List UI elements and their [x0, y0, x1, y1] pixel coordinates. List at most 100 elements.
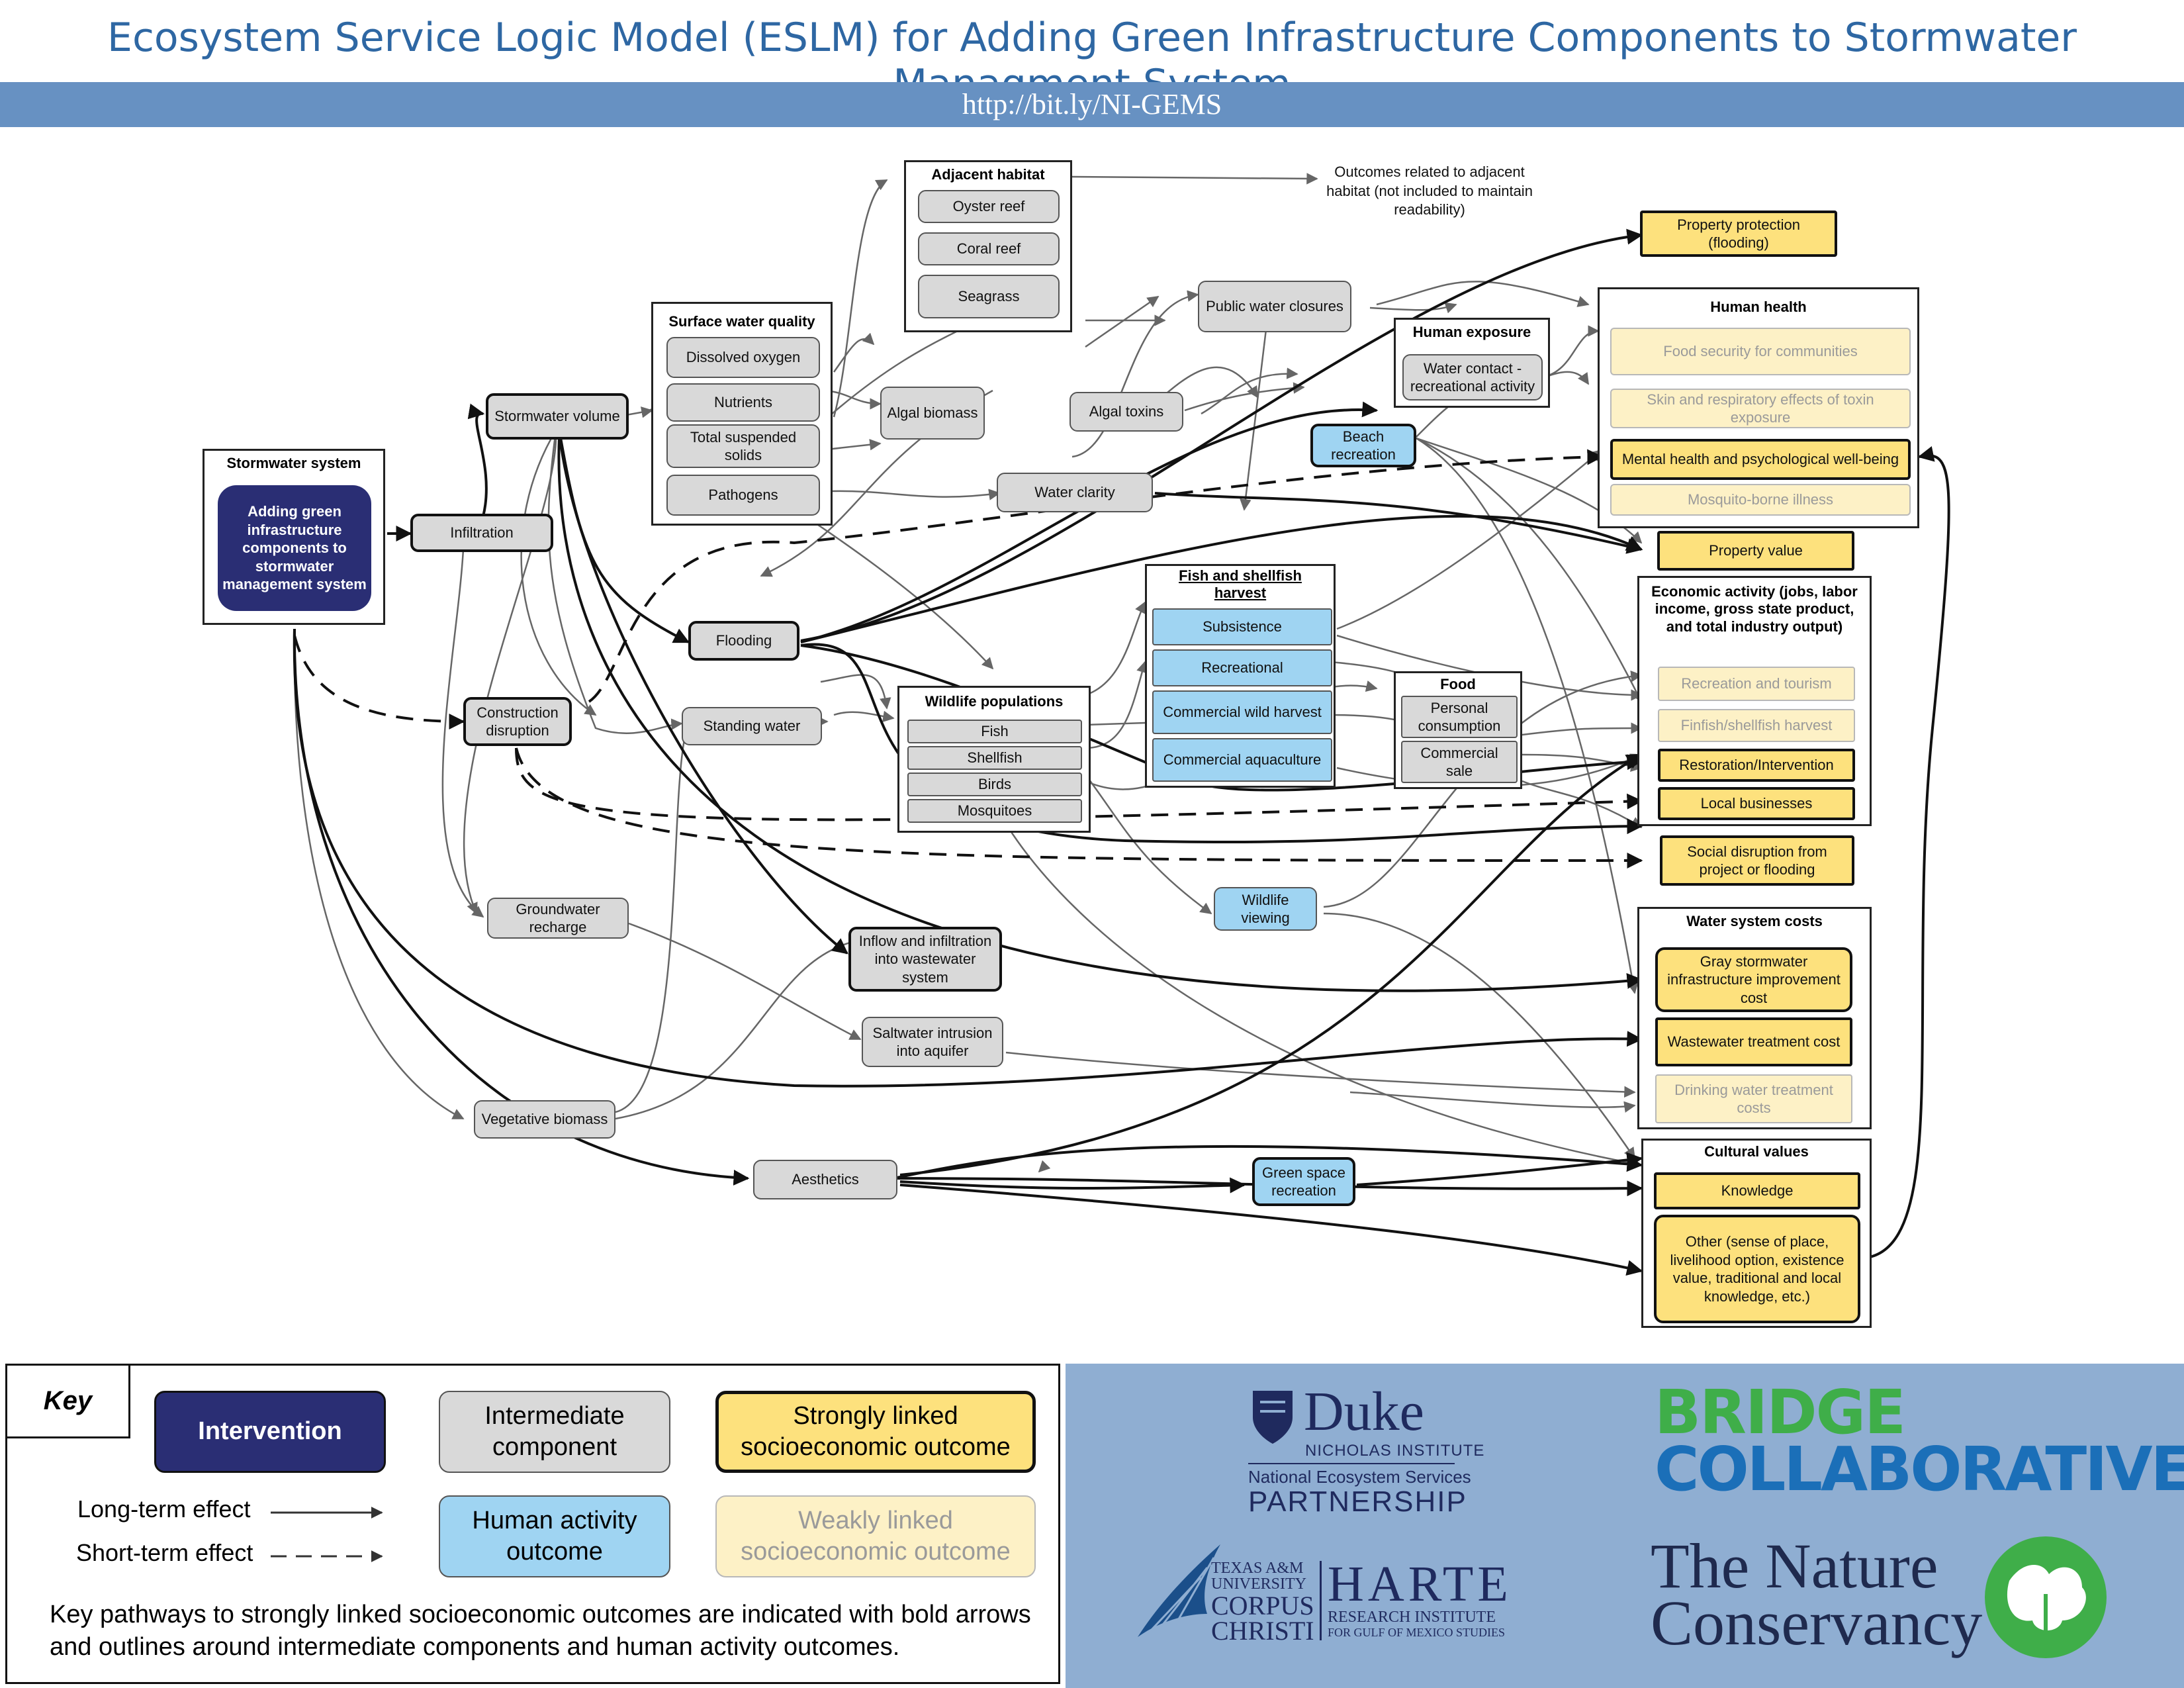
adjacent-habitat-note: Outcomes related to adjacent habitat (no…	[1326, 164, 1533, 218]
construction-disruption-node[interactable]: Construction disruption	[463, 697, 572, 746]
coral-reef-node[interactable]: Coral reef	[918, 232, 1060, 265]
other-cultural-node[interactable]: Other (sense of place, livelihood option…	[1654, 1215, 1860, 1323]
key-label: Key	[7, 1366, 130, 1438]
beach-recreation-node[interactable]: Beach recreation	[1310, 424, 1416, 467]
dissolved-oxygen-node[interactable]: Dissolved oxygen	[666, 337, 820, 378]
surface-water-quality-group: Surface water quality Dissolved oxygen N…	[651, 302, 833, 526]
duke-divider	[1248, 1463, 1455, 1464]
personal-consumption-node[interactable]: Personal consumption	[1401, 696, 1518, 738]
pathogens-node[interactable]: Pathogens	[666, 475, 820, 516]
local-business-node[interactable]: Local businesses	[1658, 787, 1855, 820]
adjacent-habitat-title: Adjacent habitat	[931, 166, 1045, 183]
human-exposure-group: Human exposure Water contact - recreatio…	[1394, 318, 1550, 408]
key-note: Key pathways to strongly linked socioeco…	[50, 1601, 1031, 1662]
commercial-sale-node[interactable]: Commercial sale	[1401, 741, 1518, 783]
adjacent-habitat-group: Adjacent habitat Oyster reef Coral reef …	[904, 160, 1072, 332]
url-banner[interactable]: http://bit.ly/NI-GEMS	[0, 82, 2184, 127]
nesp-line2: PARTNERSHIP	[1248, 1485, 1467, 1518]
water-system-costs-title: Water system costs	[1686, 913, 1823, 929]
key-strong-outcome: Strongly linked socioeconomic outcome	[715, 1391, 1036, 1473]
finfish-harvest-node[interactable]: Finfish/shellfish harvest	[1658, 709, 1855, 742]
stormwater-system-title: Stormwater system	[226, 455, 361, 471]
wildlife-populations-group: Wildlife populations Fish Shellfish Bird…	[897, 686, 1091, 833]
subsistence-node[interactable]: Subsistence	[1152, 608, 1332, 645]
fish-node[interactable]: Fish	[907, 720, 1082, 743]
tnc-line1: The Nature	[1651, 1530, 1938, 1601]
tamu-line4: CHRISTI	[1211, 1616, 1314, 1646]
key-weak-outcome: Weakly linked socioeconomic outcome	[715, 1495, 1036, 1577]
key-human-activity: Human activity outcome	[439, 1495, 670, 1577]
algal-biomass-node[interactable]: Algal biomass	[880, 387, 985, 440]
nutrients-node[interactable]: Nutrients	[666, 383, 820, 422]
tamu-line1: TEXAS A&M	[1211, 1560, 1304, 1577]
tnc-line2: Conservancy	[1651, 1587, 1983, 1658]
commercial-wild-node[interactable]: Commercial wild harvest	[1152, 690, 1332, 734]
standing-water-node[interactable]: Standing water	[682, 707, 822, 745]
algal-toxins-node[interactable]: Algal toxins	[1069, 392, 1183, 432]
food-title: Food	[1440, 676, 1476, 692]
human-exposure-title: Human exposure	[1412, 324, 1531, 340]
food-security-node[interactable]: Food security for communities	[1610, 328, 1911, 375]
fish-shellfish-group: Fish and shellfish harvest Subsistence R…	[1145, 564, 1336, 788]
green-space-recreation-node[interactable]: Green space recreation	[1252, 1157, 1355, 1206]
legend-key: Key Intervention Intermediate component …	[5, 1364, 1060, 1684]
recreation-tourism-node[interactable]: Recreation and tourism	[1658, 667, 1855, 701]
bridge-logo-text: BRIDGE	[1655, 1377, 1906, 1448]
mental-health-node[interactable]: Mental health and psychological well-bei…	[1610, 439, 1911, 480]
collaborative-logo-text: COLLABORATIVE	[1655, 1434, 2184, 1505]
harte-line2: RESEARCH INSTITUTE	[1328, 1609, 1496, 1626]
harte-logo-text: HARTE	[1328, 1556, 1512, 1612]
public-water-closures-node[interactable]: Public water closures	[1198, 281, 1351, 332]
tnc-leaf-icon	[1985, 1536, 2107, 1658]
human-health-title: Human health	[1710, 299, 1807, 315]
groundwater-recharge-node[interactable]: Groundwater recharge	[487, 898, 629, 939]
commercial-aqua-node[interactable]: Commercial aquaculture	[1152, 738, 1332, 782]
drinking-cost-node[interactable]: Drinking water treatment costs	[1655, 1074, 1852, 1123]
seagrass-node[interactable]: Seagrass	[918, 275, 1060, 318]
oyster-reef-node[interactable]: Oyster reef	[918, 190, 1060, 223]
water-contact-node[interactable]: Water contact - recreational activity	[1402, 354, 1543, 400]
infiltration-node[interactable]: Infiltration	[410, 514, 553, 552]
recreational-node[interactable]: Recreational	[1152, 649, 1332, 686]
skin-resp-node[interactable]: Skin and respiratory effects of toxin ex…	[1610, 389, 1911, 428]
gray-infra-node[interactable]: Gray stormwater infrastructure improveme…	[1655, 947, 1852, 1012]
mosquito-illness-node[interactable]: Mosquito-borne illness	[1610, 484, 1911, 516]
human-health-group: Human health Food security for communiti…	[1598, 287, 1919, 528]
duke-shield-icon	[1253, 1391, 1293, 1444]
key-long-term-label: Long-term effect	[77, 1495, 251, 1523]
property-value-node[interactable]: Property value	[1657, 531, 1854, 571]
key-intermediate: Intermediate component	[439, 1391, 670, 1473]
key-short-term-label: Short-term effect	[76, 1539, 253, 1566]
saltwater-intrusion-node[interactable]: Saltwater intrusion into aquifer	[862, 1017, 1003, 1067]
shellfish-node[interactable]: Shellfish	[907, 746, 1082, 770]
tss-node[interactable]: Total suspended solids	[666, 424, 820, 468]
intervention-node[interactable]: Adding green infrastructure components t…	[218, 485, 371, 611]
partner-logos: Duke NICHOLAS INSTITUTE National Ecosyst…	[1066, 1364, 2184, 1688]
wildlife-populations-title: Wildlife populations	[925, 693, 1064, 710]
harte-divider	[1320, 1561, 1322, 1640]
restoration-node[interactable]: Restoration/Intervention	[1658, 749, 1855, 782]
water-clarity-node[interactable]: Water clarity	[997, 473, 1153, 512]
key-intervention: Intervention	[154, 1391, 386, 1473]
aesthetics-node[interactable]: Aesthetics	[753, 1160, 897, 1199]
property-protection-node[interactable]: Property protection (flooding)	[1640, 211, 1837, 257]
knowledge-node[interactable]: Knowledge	[1654, 1172, 1860, 1209]
birds-node[interactable]: Birds	[907, 773, 1082, 796]
nesp-line1: National Ecosystem Services	[1248, 1467, 1471, 1487]
fish-shellfish-title: Fish and shellfish harvest	[1179, 567, 1302, 602]
inflow-infiltration-node[interactable]: Inflow and infiltration into wastewater …	[848, 927, 1002, 992]
wastewater-cost-node[interactable]: Wastewater treatment cost	[1655, 1017, 1852, 1066]
nicholas-institute-text: NICHOLAS INSTITUTE	[1305, 1442, 1485, 1460]
duke-logo-text: Duke	[1304, 1381, 1424, 1442]
water-system-costs-group: Water system costs Gray stormwater infra…	[1637, 907, 1872, 1129]
flooding-node[interactable]: Flooding	[688, 621, 799, 661]
tamu-line3: CORPUS	[1211, 1591, 1314, 1620]
social-disruption-node[interactable]: Social disruption from project or floodi…	[1660, 835, 1854, 886]
vegetative-biomass-node[interactable]: Vegetative biomass	[474, 1100, 615, 1139]
mosquitoes-node[interactable]: Mosquitoes	[907, 799, 1082, 823]
cultural-values-title: Cultural values	[1704, 1143, 1809, 1160]
cultural-values-group: Cultural values Knowledge Other (sense o…	[1641, 1139, 1872, 1328]
wildlife-viewing-node[interactable]: Wildlife viewing	[1214, 887, 1317, 931]
stormwater-volume-node[interactable]: Stormwater volume	[486, 393, 629, 440]
